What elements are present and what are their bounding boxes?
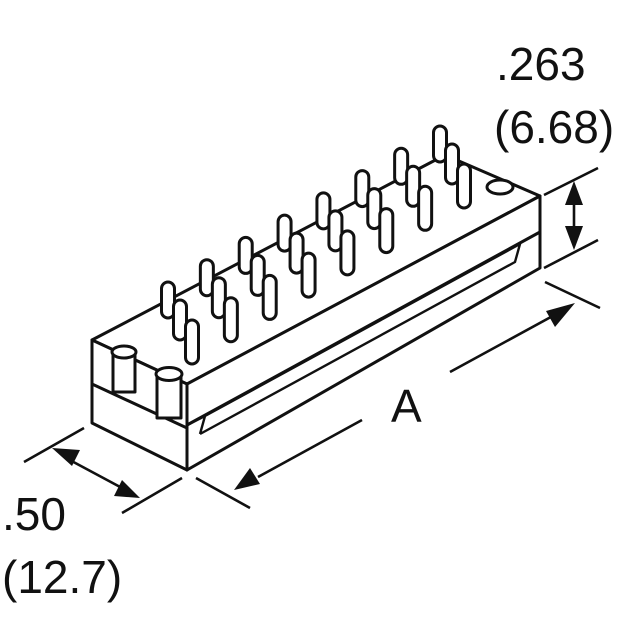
pin: [339, 229, 356, 277]
height-mm-label: (6.68): [494, 101, 614, 153]
width-dimension: .50 (12.7): [2, 426, 183, 603]
pin: [160, 280, 176, 320]
pin: [222, 296, 239, 344]
pin-array: [160, 124, 472, 366]
height-inch-label: .263: [496, 38, 586, 90]
pin: [432, 124, 448, 164]
housing-long-face: [185, 194, 542, 427]
pin: [237, 235, 254, 275]
pin: [300, 251, 317, 299]
width-inch-label: .50: [2, 488, 66, 540]
length-arrow-left: [234, 468, 260, 490]
pin: [393, 146, 410, 186]
side-slot: [198, 241, 522, 436]
pin: [378, 207, 395, 255]
width-mm-label: (12.7): [2, 551, 122, 603]
pin: [172, 298, 188, 342]
width-arrow-right: [114, 480, 140, 498]
pin: [417, 184, 434, 232]
pin: [354, 169, 371, 209]
length-dimension: A: [195, 280, 601, 510]
height-arrow-bottom: [565, 226, 583, 250]
pin: [276, 213, 293, 253]
length-label: A: [391, 380, 422, 432]
pin: [405, 164, 422, 208]
pin: [456, 162, 472, 210]
pin: [366, 187, 383, 231]
height-arrow-top: [565, 181, 583, 205]
length-arrow-right: [546, 303, 575, 327]
pin: [249, 253, 266, 297]
mounting-hole: [485, 178, 515, 196]
pin: [198, 258, 215, 298]
standoff-posts: [110, 344, 184, 420]
width-arrow-left: [52, 448, 80, 466]
pin: [315, 191, 332, 231]
pin: [327, 209, 344, 253]
pin: [444, 142, 460, 186]
height-dimension: .263 (6.68): [494, 38, 614, 270]
pin: [210, 276, 227, 320]
pin: [184, 318, 200, 366]
pin: [288, 231, 305, 275]
pin: [261, 273, 278, 321]
